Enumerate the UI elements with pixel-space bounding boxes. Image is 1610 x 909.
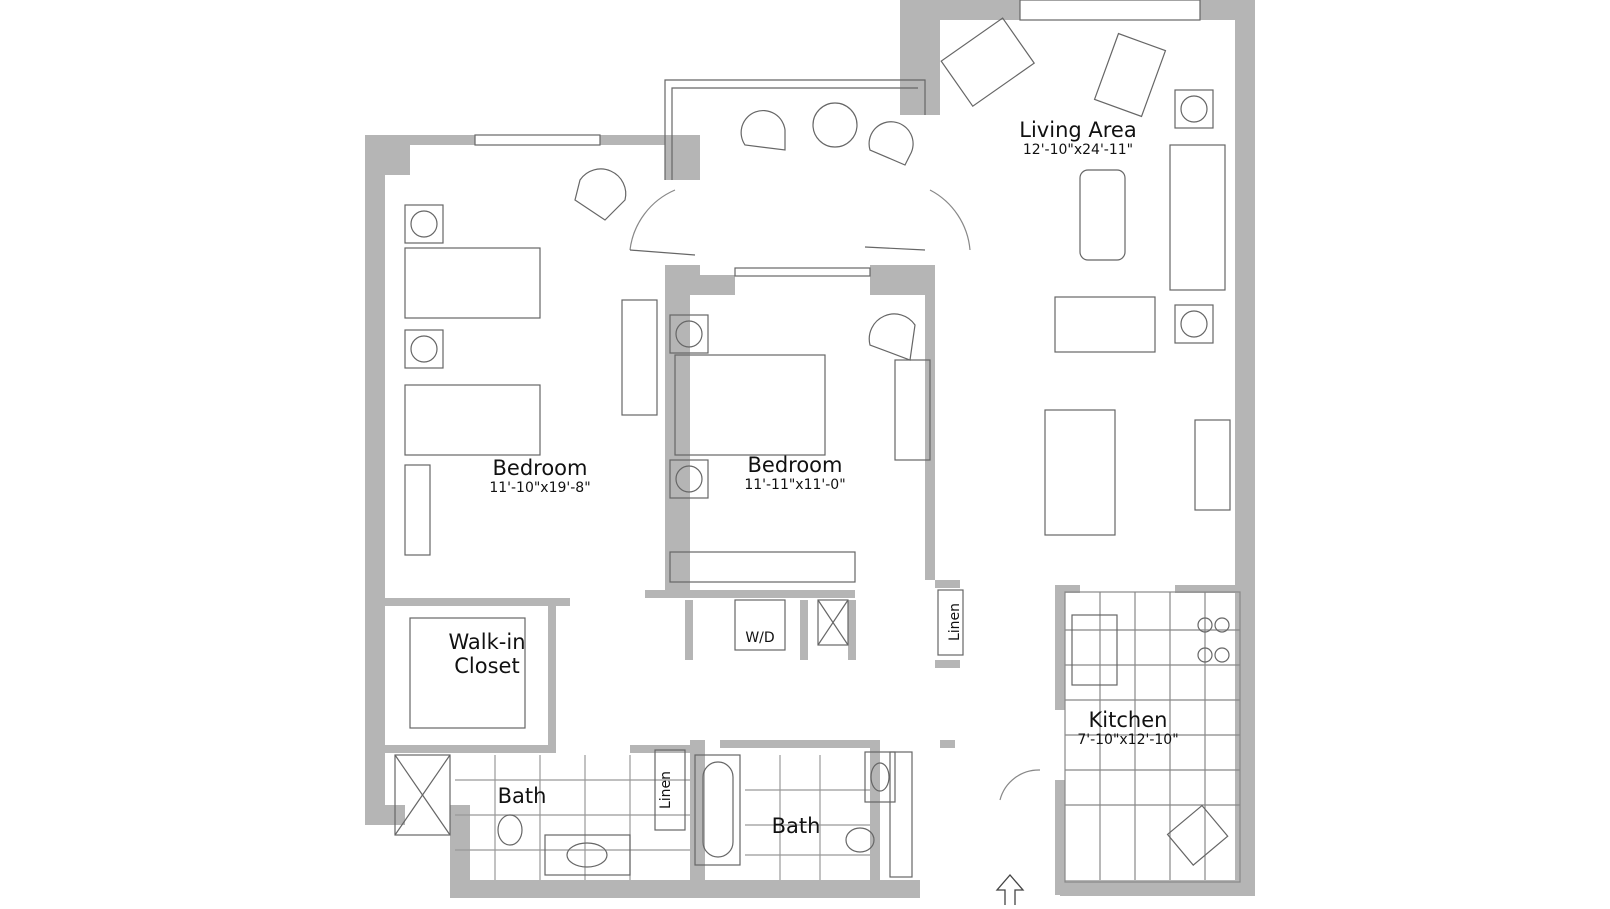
room-label-living: Living Area 12'-10"x24'-11" [1019,118,1136,158]
washer-dryer-label: W/D [745,630,775,646]
room-label-bath-2: Bath [772,814,821,838]
room-name: Bedroom [747,453,843,477]
room-name: Bath [497,784,547,808]
room-label-bedroom-1: Bedroom 11'-10"x19'-8" [489,456,590,496]
arrow-up-icon [995,874,1025,905]
room-dimensions: 7'-10"x12'-10" [1077,732,1179,748]
room-dimensions: 12'-10"x24'-11" [1022,142,1134,158]
room-label-closet: Walk-in Closet [448,630,525,678]
room-dimensions: 11'-10"x19'-8" [489,480,591,496]
room-name: Kitchen [1088,708,1168,732]
room-label-bedroom-2: Bedroom 11'-11"x11'-0" [744,453,845,493]
room-name: Walk-in [448,630,526,654]
room-label-bath-1: Bath [498,784,547,808]
room-name: Bath [771,814,821,838]
linen-label-2: Linen [947,602,963,642]
fixtures [394,0,1241,883]
room-name: Living Area [1019,118,1137,142]
room-label-kitchen: Kitchen 7'-10"x12'-10" [1077,708,1178,748]
room-name: Bedroom [492,456,588,480]
linen-label-1: Linen [658,770,674,810]
room-dimensions: 11'-11"x11'-0" [744,477,846,493]
room-name-line2: Closet [454,654,520,678]
